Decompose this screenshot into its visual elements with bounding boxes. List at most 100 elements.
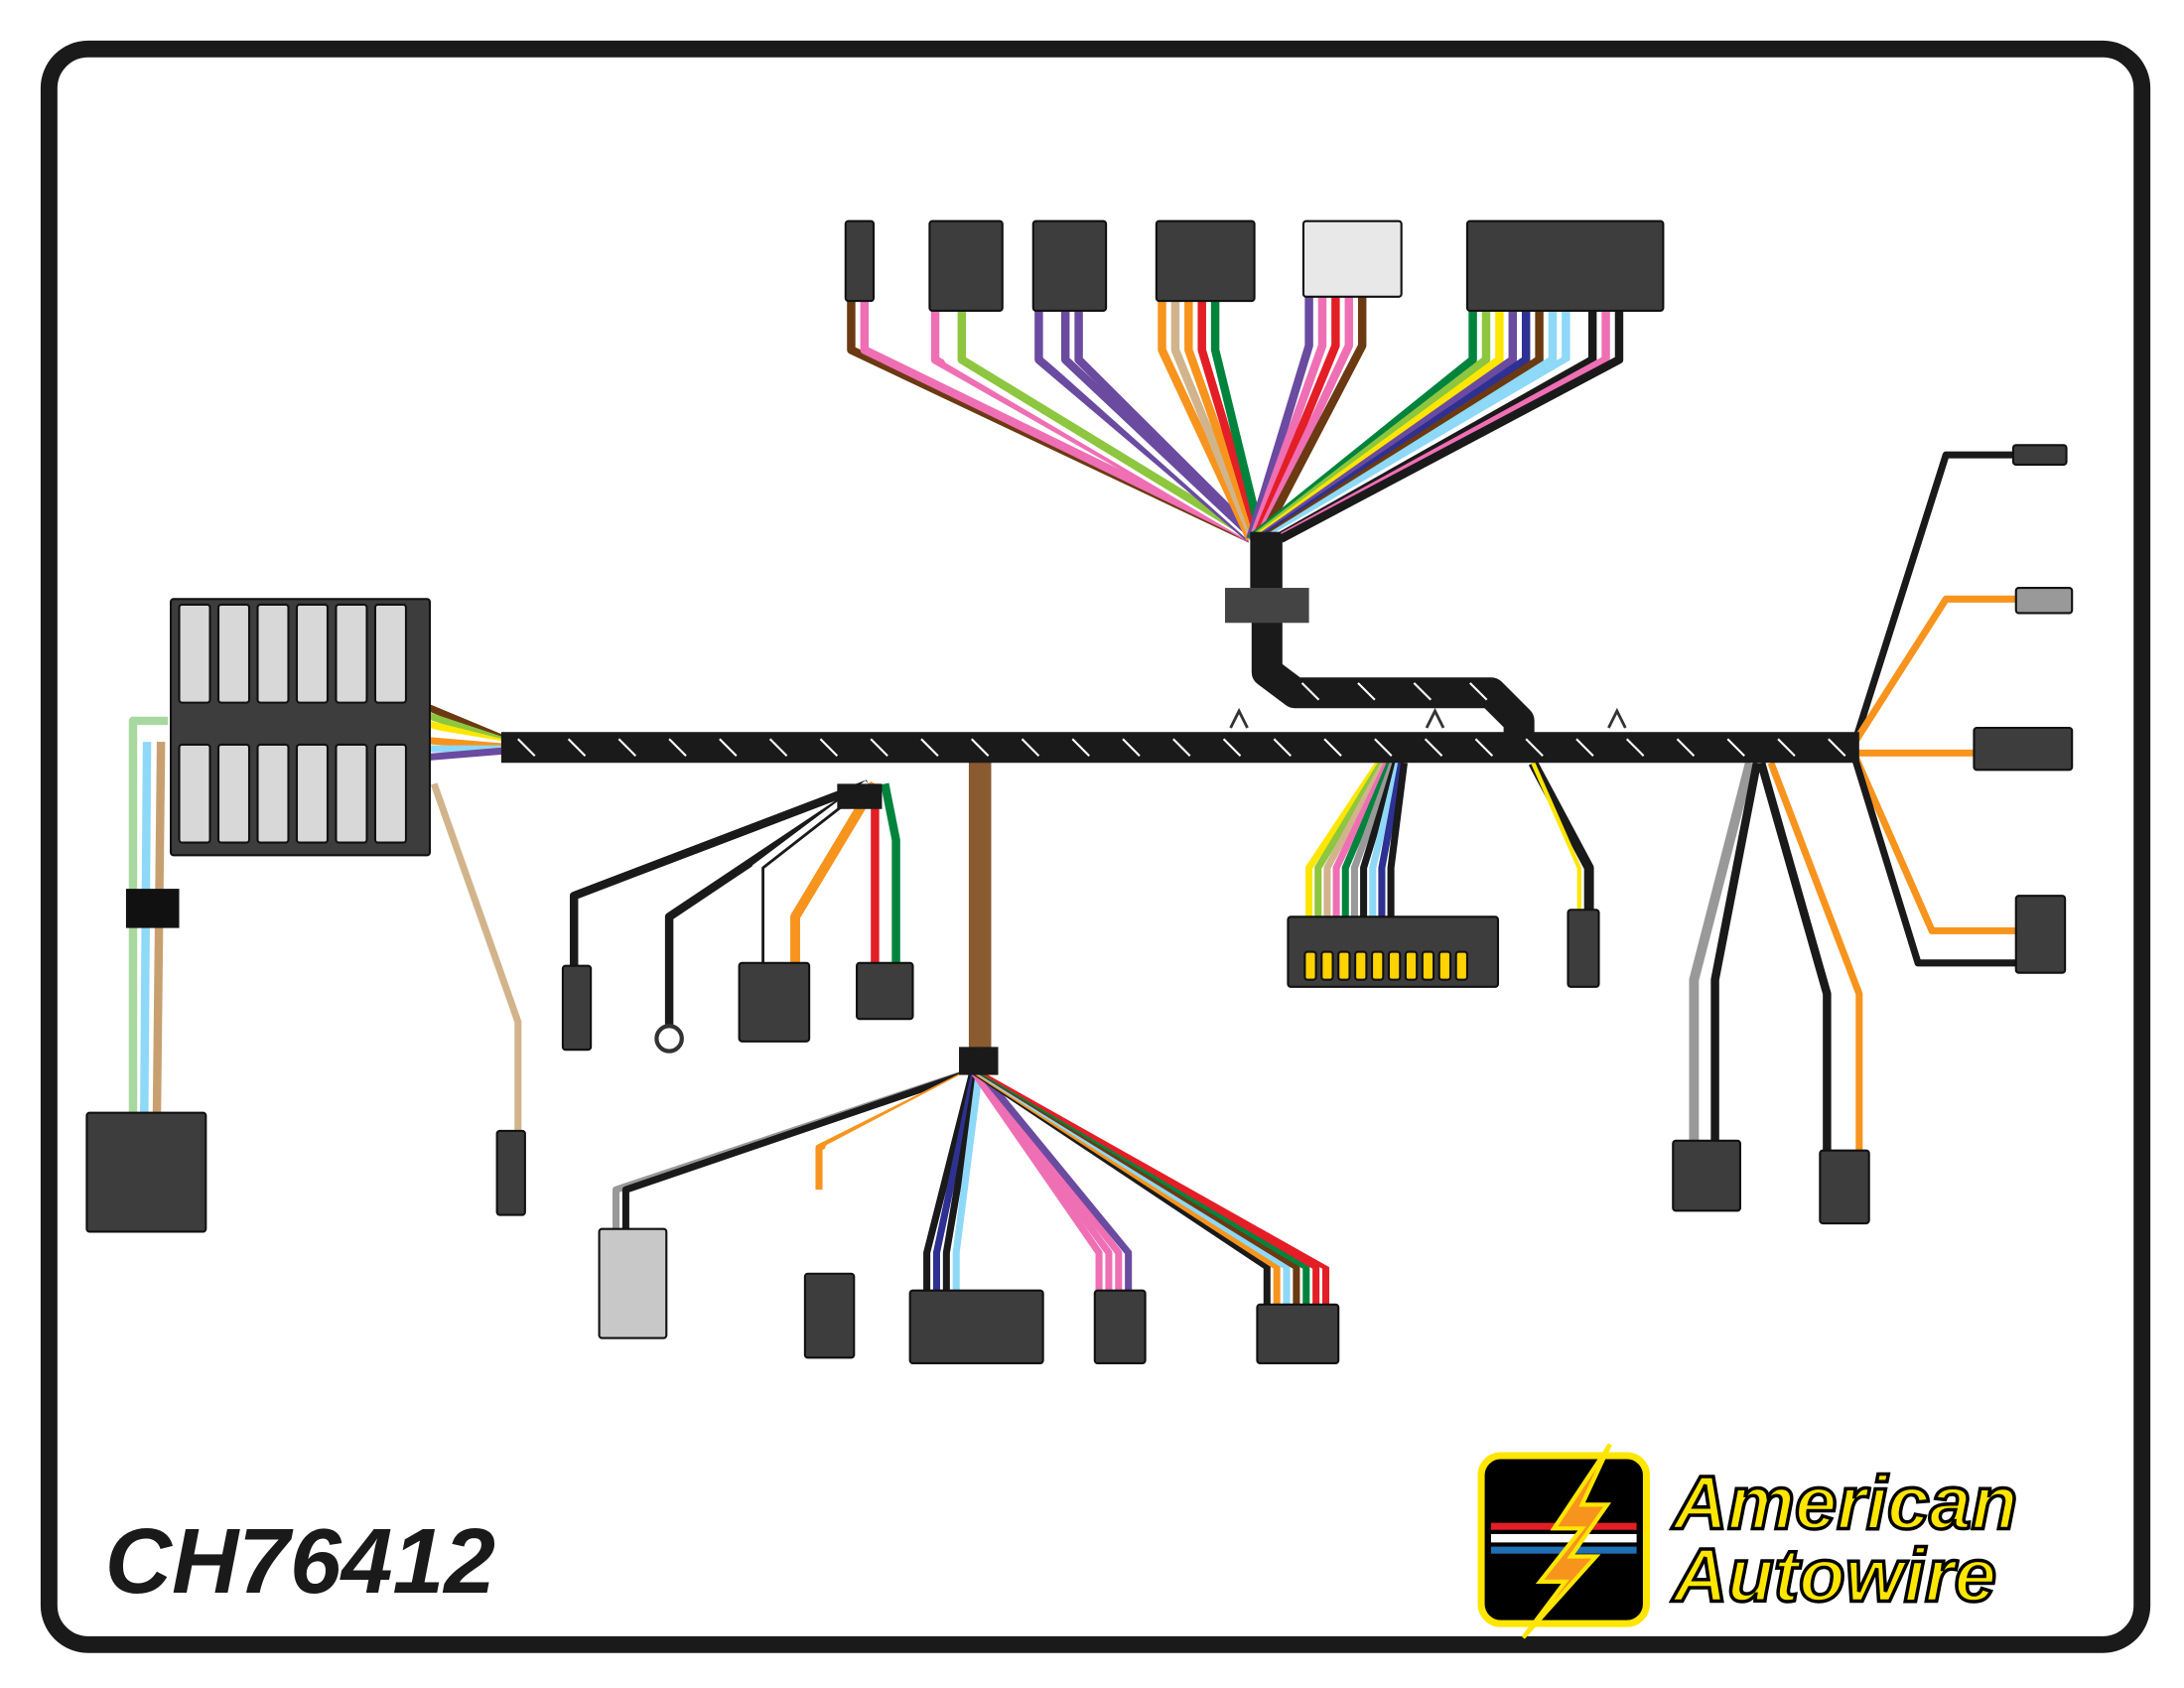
wire: [1305, 761, 1383, 917]
trunk-tick: [920, 738, 939, 757]
trunk-tick: [1273, 738, 1293, 757]
trunk-tick: [1777, 738, 1796, 757]
bulkhead-cavity: [295, 603, 330, 704]
red-green-connector: [856, 961, 914, 1021]
wire: [1197, 301, 1263, 540]
bulkhead-cavity: [373, 603, 408, 704]
trunk-tick: [1222, 738, 1242, 757]
wire: [1251, 538, 1535, 748]
hook-terminal: [2014, 586, 2074, 615]
wire: [976, 1068, 1133, 1295]
wire: [1757, 762, 1832, 1155]
wire: [426, 747, 512, 762]
middle-pin: [1320, 950, 1334, 981]
wire: [1170, 301, 1258, 541]
yellow-black-connector: [1567, 909, 1600, 988]
wire: [128, 716, 169, 1120]
wire: [140, 742, 152, 1120]
bulkhead-cavity: [178, 603, 211, 704]
wire: [790, 780, 880, 966]
wire: [1323, 761, 1388, 917]
wire: [1851, 451, 2016, 744]
trunk-tick: [1323, 738, 1342, 757]
wire: [1184, 301, 1260, 541]
wire: [860, 301, 1256, 543]
wire: [1210, 301, 1266, 540]
middle-pin: [1437, 950, 1452, 981]
trunk-tick: [517, 738, 536, 757]
wire: [1252, 296, 1340, 541]
wire: [1332, 761, 1391, 917]
wire: [569, 779, 870, 973]
wire: [1257, 296, 1367, 541]
gray-black-connector: [1672, 1139, 1742, 1212]
middle-pin: [1337, 950, 1351, 981]
trunk-tick: [1172, 738, 1191, 757]
black-wire-connector: [561, 964, 593, 1052]
top-connector-3: [1031, 219, 1108, 312]
middle-pin: [1404, 950, 1419, 981]
trunk-tick: [819, 738, 839, 757]
wire: [1279, 310, 1624, 543]
wire: [974, 1068, 1123, 1295]
wire: [1047, 310, 1256, 542]
wire: [1387, 762, 1408, 917]
bulkhead-cavity: [178, 743, 211, 844]
bulkhead-cavity: [335, 743, 368, 844]
lower-left-connector: [85, 1111, 207, 1233]
wire: [1378, 762, 1406, 917]
middle-pin: [1421, 950, 1435, 981]
wire: [430, 782, 522, 1134]
multi-color-connector: [1256, 1303, 1340, 1365]
top-connector-5: [1301, 219, 1403, 298]
bulkhead-cavity: [216, 743, 251, 844]
trunk-tick: [1575, 738, 1594, 757]
clip-icon: [1229, 707, 1249, 729]
wire: [1314, 761, 1385, 917]
branch-tick: [1469, 682, 1488, 701]
right-lower-connector: [2014, 895, 2067, 974]
wire: [923, 1069, 977, 1295]
wire: [1341, 761, 1394, 917]
wire: [1369, 762, 1403, 917]
wire: [1158, 301, 1255, 541]
connectors: [85, 219, 2074, 1365]
trunk-tick: [1021, 738, 1040, 757]
bulkhead-cavity: [373, 743, 408, 844]
wire: [1531, 762, 1581, 917]
tan-wire-connector: [495, 1129, 526, 1216]
wire: [952, 1069, 983, 1295]
wire: [761, 782, 873, 966]
wire: [932, 1069, 979, 1295]
bulkhead-cavity: [216, 603, 251, 704]
trunk-tick: [870, 738, 888, 757]
branch-sleeve: [1250, 531, 1282, 589]
trunk-tick: [1726, 738, 1745, 757]
orange-black-connector: [1819, 1149, 1870, 1225]
trunk-tick: [719, 738, 738, 757]
top-connector-6: [1465, 219, 1665, 312]
trunk-tick: [1625, 738, 1645, 757]
trunk-tick: [970, 738, 990, 757]
wire: [957, 310, 1259, 543]
middle-pin: [1454, 950, 1469, 981]
branch-tick: [1357, 682, 1376, 701]
wire: [664, 779, 871, 1030]
trunk-tick: [1374, 738, 1393, 757]
wire: [970, 1068, 1103, 1295]
pink-purple-connector: [1093, 1289, 1147, 1365]
bulkhead-cavity: [295, 743, 330, 844]
top-connector-1: [844, 219, 876, 303]
top-connector-2: [928, 219, 1004, 312]
clip-icon: [1425, 707, 1445, 729]
wire: [942, 1069, 981, 1295]
middle-pin: [1370, 950, 1385, 981]
wire: [1689, 762, 1755, 1141]
wire: [1246, 296, 1313, 540]
wire: [1528, 760, 1594, 917]
grommet: [1224, 588, 1309, 624]
bottom-connector: [908, 1289, 1044, 1365]
wire: [1851, 595, 2016, 744]
branch-tick: [1300, 682, 1320, 701]
